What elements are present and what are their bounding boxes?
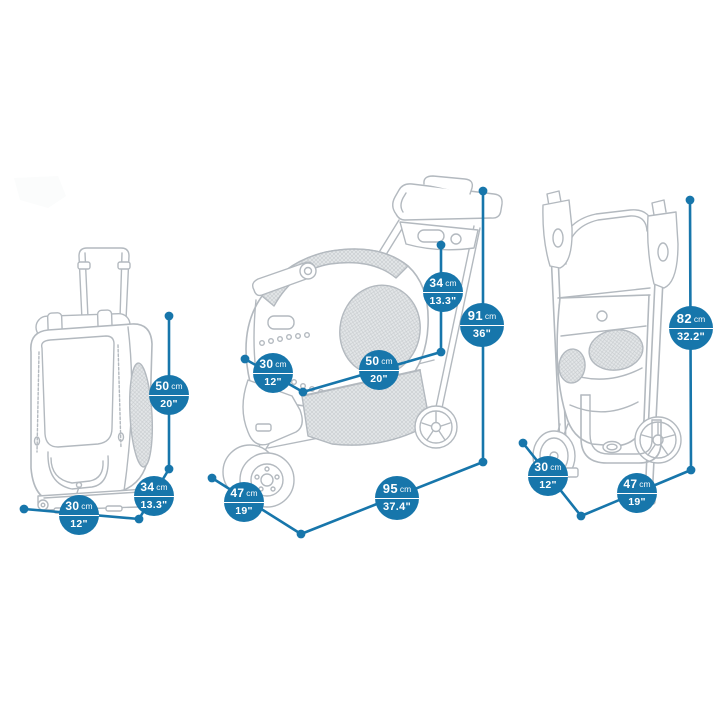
dim-cm-value: 30 xyxy=(534,459,549,474)
dim-cm-unit: cm xyxy=(81,501,93,512)
dim-cm-value: 47 xyxy=(230,485,245,500)
dim-inches-value: 12" xyxy=(539,478,557,491)
dim-cm-unit: cm xyxy=(550,462,562,473)
stroller-handle-grip xyxy=(423,175,474,195)
dim-cm-value: 95 xyxy=(382,480,398,496)
dim-inches-value: 36" xyxy=(472,327,492,340)
dim-cm-unit: cm xyxy=(399,484,412,495)
dim-cm-unit: cm xyxy=(275,359,287,370)
backpack-carrier-drawing xyxy=(30,247,154,514)
dim-cm-value: 47 xyxy=(623,476,638,491)
dim-cm-value: 30 xyxy=(65,498,80,513)
dim-cm-value: 34 xyxy=(140,479,155,494)
faint-watermark xyxy=(14,176,66,208)
dim-cm-value: 30 xyxy=(259,356,274,371)
dim-inches-value: 12" xyxy=(70,517,88,530)
dim-inches-value: 32.2" xyxy=(676,330,706,343)
backpack-side-mesh-window xyxy=(128,362,154,468)
dim-cm-unit: cm xyxy=(381,356,393,367)
dim-cm-unit: cm xyxy=(156,482,168,493)
folded-mesh-panel xyxy=(588,329,644,371)
dim-cm-value: 50 xyxy=(155,378,170,393)
dim-inches-value: 19" xyxy=(235,504,253,517)
dim-cm-value: 82 xyxy=(676,310,692,326)
dim-inches-value: 37.4" xyxy=(382,500,412,513)
dim-cm-value: 34 xyxy=(429,275,444,290)
dim-cm-value: 91 xyxy=(467,307,483,323)
dim-inches-value: 13.3" xyxy=(140,498,168,511)
dim-cm-unit: cm xyxy=(484,311,497,322)
folded-stroller-drawing xyxy=(532,190,682,505)
dim-cm-unit: cm xyxy=(246,488,258,499)
dim-cm-value: 50 xyxy=(365,353,380,368)
dim-cm-unit: cm xyxy=(445,278,457,289)
dim-inches-value: 12" xyxy=(264,375,282,388)
dim-inches-value: 20" xyxy=(370,372,388,385)
dim-inches-value: 13.3" xyxy=(429,294,457,307)
dim-inches-value: 19" xyxy=(628,495,646,508)
dim-inches-value: 20" xyxy=(160,397,178,410)
dim-cm-unit: cm xyxy=(693,314,706,325)
dimension-endpoint-dots xyxy=(19,186,696,539)
dim-cm-unit: cm xyxy=(171,381,183,392)
dim-cm-unit: cm xyxy=(639,479,651,490)
